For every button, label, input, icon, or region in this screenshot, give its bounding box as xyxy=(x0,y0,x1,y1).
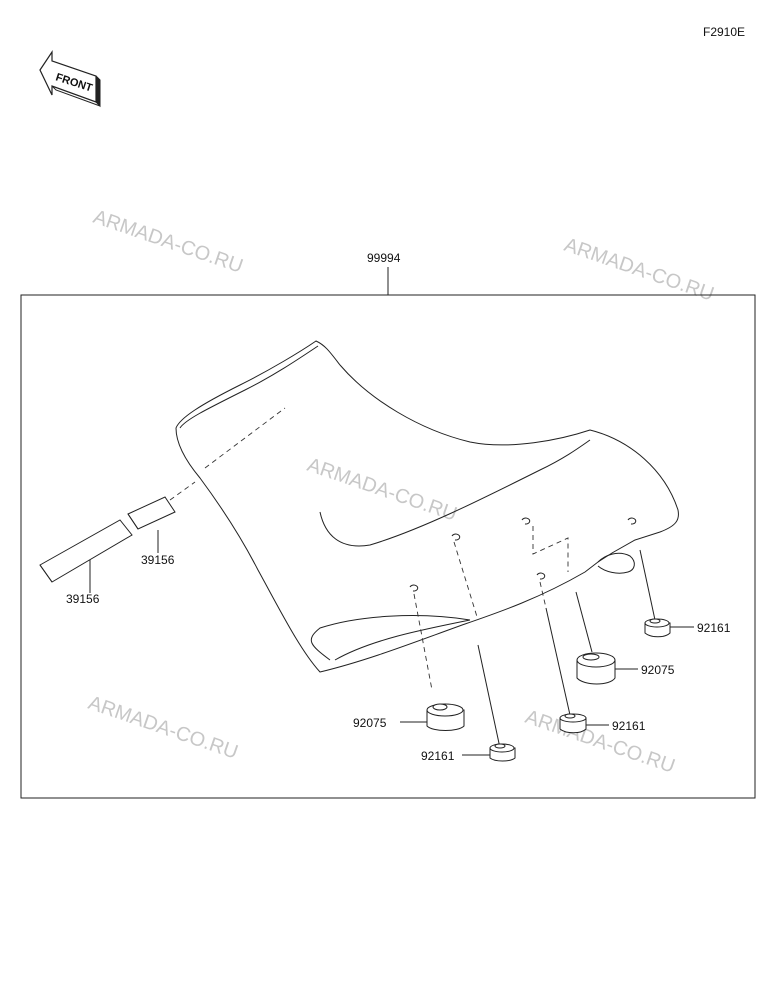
label-nut-right-bottom: 92161 xyxy=(612,719,646,733)
assembly-number: 99994 xyxy=(367,251,401,265)
seat-illustration xyxy=(175,340,679,673)
label-nut-left: 92161 xyxy=(421,749,455,763)
front-arrow-icon: FRONT xyxy=(39,50,101,108)
nut-right-top xyxy=(644,618,671,638)
strap-small xyxy=(127,496,176,530)
nut-right-bottom xyxy=(559,713,587,734)
grommet-right xyxy=(576,652,616,685)
label-grommet-right: 92075 xyxy=(641,663,675,677)
watermark: ARMADA-CO.RU xyxy=(90,206,245,278)
label-strap-large: 39156 xyxy=(66,592,100,606)
watermark: ARMADA-CO.RU xyxy=(304,454,459,526)
label-grommet-left: 92075 xyxy=(353,716,387,730)
nut-left xyxy=(489,743,516,762)
figure-code: F2910E xyxy=(703,25,745,39)
assembly-frame xyxy=(20,294,756,799)
watermark: ARMADA-CO.RU xyxy=(522,706,677,778)
label-nut-right-top: 92161 xyxy=(697,621,731,635)
label-strap-small: 39156 xyxy=(141,553,175,567)
grommet-left xyxy=(426,703,465,731)
strap-large xyxy=(39,519,133,583)
watermark: ARMADA-CO.RU xyxy=(85,692,240,764)
